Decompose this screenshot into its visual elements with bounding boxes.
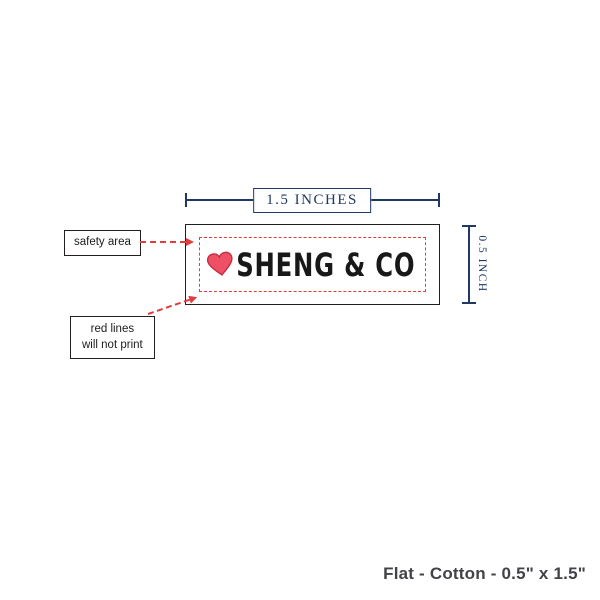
safety-area-dashed-rect (199, 237, 426, 292)
red-lines-arrow (147, 298, 190, 315)
product-spec-text: Flat - Cotton - 0.5" x 1.5" (383, 564, 586, 583)
red-lines-callout-line1: red lines (90, 323, 135, 335)
red-lines-callout: red lines will not print (70, 316, 155, 360)
label-outline: SHENG & CO (185, 224, 440, 305)
label-artwork: SHENG & CO (207, 246, 418, 284)
width-dimension-label: 1.5 INCHES (253, 188, 371, 213)
safety-area-callout: safety area (64, 230, 141, 256)
heart-icon (207, 251, 233, 276)
safety-area-arrow (140, 238, 194, 246)
vertical-dimension-line (462, 225, 476, 304)
brand-text: SHENG & CO (236, 245, 416, 284)
height-dimension-label: 0.5 INCH (476, 235, 488, 293)
red-lines-callout-line2: will not print (82, 338, 143, 351)
